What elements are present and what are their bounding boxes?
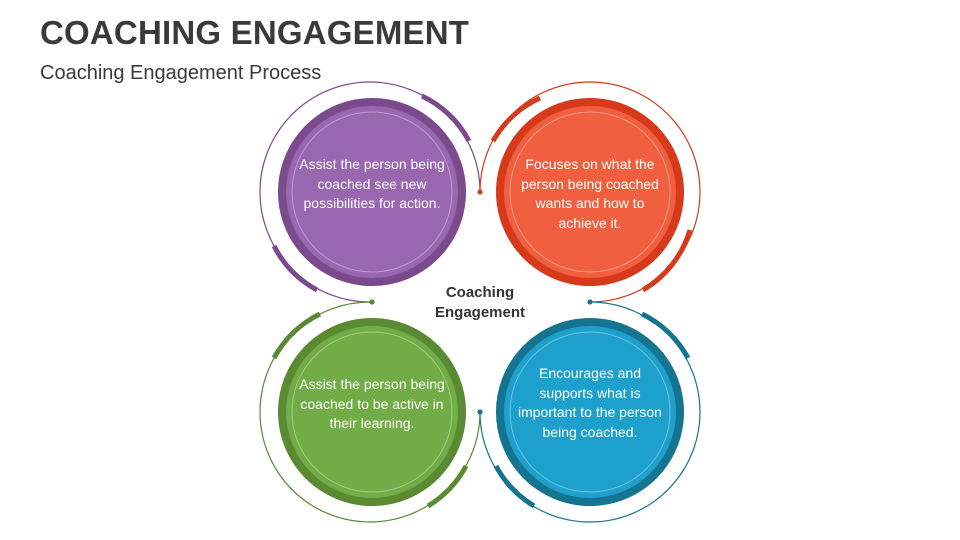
arc-accent-bottom-right-b [493, 464, 536, 509]
circle-text-top-right: Focuses on what the person being coached… [521, 156, 659, 231]
fill-bottom-left [286, 326, 458, 498]
center-label-line1: Coaching [445, 284, 515, 301]
arc-accent-top-left-b [271, 244, 319, 293]
circle-top-left [259, 81, 483, 305]
arc-dot-bottom-right-a [587, 299, 593, 305]
arc-accent-bottom-right-a [640, 311, 691, 360]
inner-line-bottom-right [509, 331, 671, 493]
arc-accent-top-right-b [641, 229, 693, 293]
arc-accent-top-right-a [490, 95, 542, 143]
circle-text-top-left: Assist the person being coached see new … [299, 156, 445, 211]
page-subtitle: Coaching Engagement Process [40, 62, 322, 84]
inner-line-top-right [509, 111, 671, 273]
arc-accent-top-left-a [420, 93, 472, 143]
arc-accent-bottom-left-b [426, 464, 469, 509]
arc-accent-bottom-left-a [271, 311, 322, 360]
arc-dot-bottom-left-a [369, 299, 375, 305]
center-label: Coaching Engagement [415, 283, 545, 323]
inner-line-top-left [291, 111, 453, 273]
fill-bottom-right [504, 326, 676, 498]
fill-top-left [286, 106, 458, 278]
circle-bottom-right [477, 299, 701, 523]
center-label-line2: Engagement [434, 304, 525, 321]
circle-text-bottom-left: Assist the person being coached to be ac… [299, 376, 445, 431]
circle-bottom-left [259, 299, 483, 523]
arc-dot-top-right-a [477, 189, 483, 195]
circle-text-bottom-right: Encourages and supports what is importan… [518, 365, 662, 440]
circle-top-right [477, 81, 701, 305]
arc-dot-bottom-right-b [477, 409, 483, 415]
page-title: COACHING ENGAGEMENT [40, 14, 470, 51]
inner-line-bottom-left [291, 331, 453, 493]
fill-top-right [504, 106, 676, 278]
